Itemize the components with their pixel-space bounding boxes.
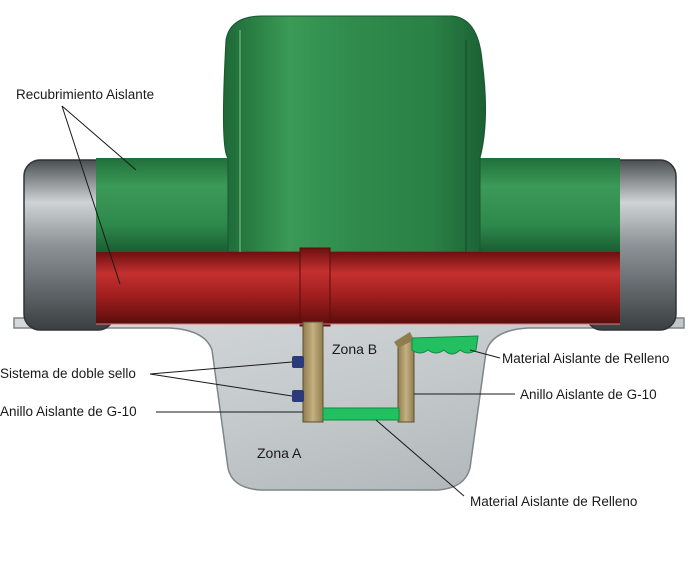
g10-ring-right	[397, 339, 415, 423]
leader-filler-top	[469, 349, 501, 359]
label-recubrimiento: Recubrimiento Aislante	[16, 87, 155, 102]
label-anillo-right: Anillo Aislante de G-10	[520, 387, 657, 402]
g10-ring-right-top	[394, 332, 414, 348]
red-pipe	[96, 252, 620, 324]
label-doble-sello: Sistema de doble sello	[0, 366, 136, 381]
leader-seal-2	[149, 373, 293, 397]
leader-filler-bottom	[375, 419, 465, 497]
label-relleno-right: Material Aislante de Relleno	[502, 351, 670, 366]
label-relleno-bottom: Material Aislante de Relleno	[470, 494, 638, 509]
leader-coating-1	[61, 105, 137, 171]
zone-b: Zona B	[332, 341, 378, 357]
seal-upper	[292, 356, 304, 368]
label-anillo-left: Anillo Aislante de G-10	[0, 404, 137, 419]
filler-bottom	[322, 407, 400, 421]
lower-housing	[13, 317, 685, 491]
leader-lines	[61, 105, 515, 497]
red-pipe-joint	[299, 247, 331, 327]
coupling-body	[222, 15, 487, 253]
leader-coating-2	[61, 105, 121, 285]
seal-lower	[292, 390, 304, 402]
filler-top	[411, 335, 479, 355]
g10-ring-left	[302, 321, 324, 423]
leader-seal-1	[149, 361, 293, 375]
zone-a: Zona A	[257, 445, 302, 461]
